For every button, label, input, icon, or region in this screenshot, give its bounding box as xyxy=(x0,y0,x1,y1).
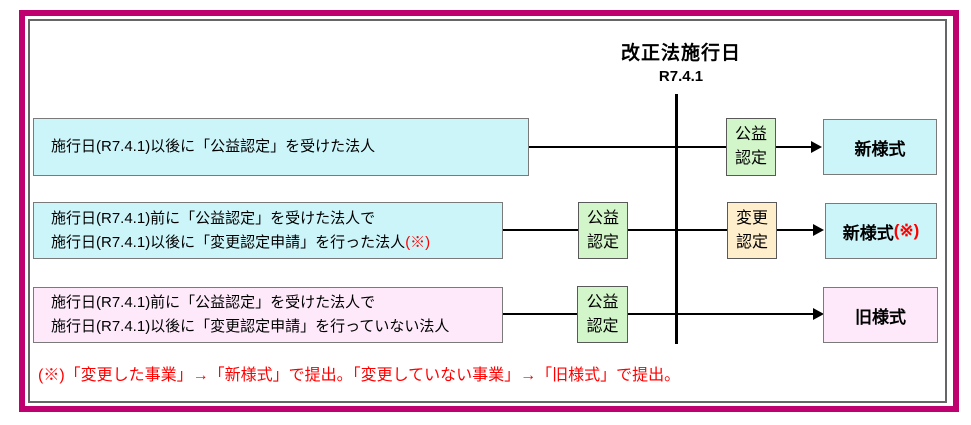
case-box-row1: 施行日(R7.4.1)以後に「公益認定」を受けた法人 xyxy=(33,118,529,176)
connector-line xyxy=(503,313,577,315)
diagram-title: 改正法施行日 xyxy=(620,43,741,64)
connector-line xyxy=(776,146,812,148)
case-box-row2: 施行日(R7.4.1)前に「公益認定」を受けた法人で 施行日(R7.4.1)以後… xyxy=(33,202,503,259)
outer-frame xyxy=(19,10,959,412)
case-text: 施行日(R7.4.1)以後に「変更認定申請」を行った法人(※) xyxy=(51,233,431,251)
result-box-row3: 旧様式 xyxy=(823,287,938,343)
arrowhead-icon xyxy=(813,308,824,320)
case-text: 施行日(R7.4.1)以後に「変更認定申請」を行っていない法人 xyxy=(51,318,450,335)
arrowhead-icon xyxy=(811,141,822,153)
connector-line xyxy=(628,229,727,231)
footnote: (※)「変更した事業」→「新様式」で提出。「変更していない事業」→「旧様式」で提… xyxy=(38,367,681,384)
step-box-koeki-nintei-row1: 公益 認定 xyxy=(726,118,776,176)
connector-line xyxy=(503,229,578,231)
step-box-koeki-nintei-row3: 公益 認定 xyxy=(577,286,628,343)
case-text: 施行日(R7.4.1)前に「公益認定」を受けた法人で xyxy=(51,209,376,227)
connector-line xyxy=(628,313,814,315)
case-box-row3: 施行日(R7.4.1)前に「公益認定」を受けた法人で 施行日(R7.4.1)以後… xyxy=(33,287,503,343)
case-text: 施行日(R7.4.1)前に「公益認定」を受けた法人で xyxy=(51,294,376,311)
enforcement-date: R7.4.1 xyxy=(658,68,704,85)
step-box-henko-nintei-row2: 変更 認定 xyxy=(727,202,777,259)
connector-line xyxy=(529,146,726,148)
case-text: 施行日(R7.4.1)以後に「公益認定」を受けた法人 xyxy=(51,138,376,155)
enforcement-date-line xyxy=(675,94,678,344)
step-box-koeki-nintei-row2: 公益 認定 xyxy=(578,202,628,259)
connector-line xyxy=(777,229,814,231)
result-box-row2: 新様式(※) xyxy=(825,203,937,259)
result-box-row1: 新様式 xyxy=(823,119,937,175)
timeline-header: 改正法施行日 R7.4.1 xyxy=(596,38,766,85)
arrowhead-icon xyxy=(813,224,824,236)
